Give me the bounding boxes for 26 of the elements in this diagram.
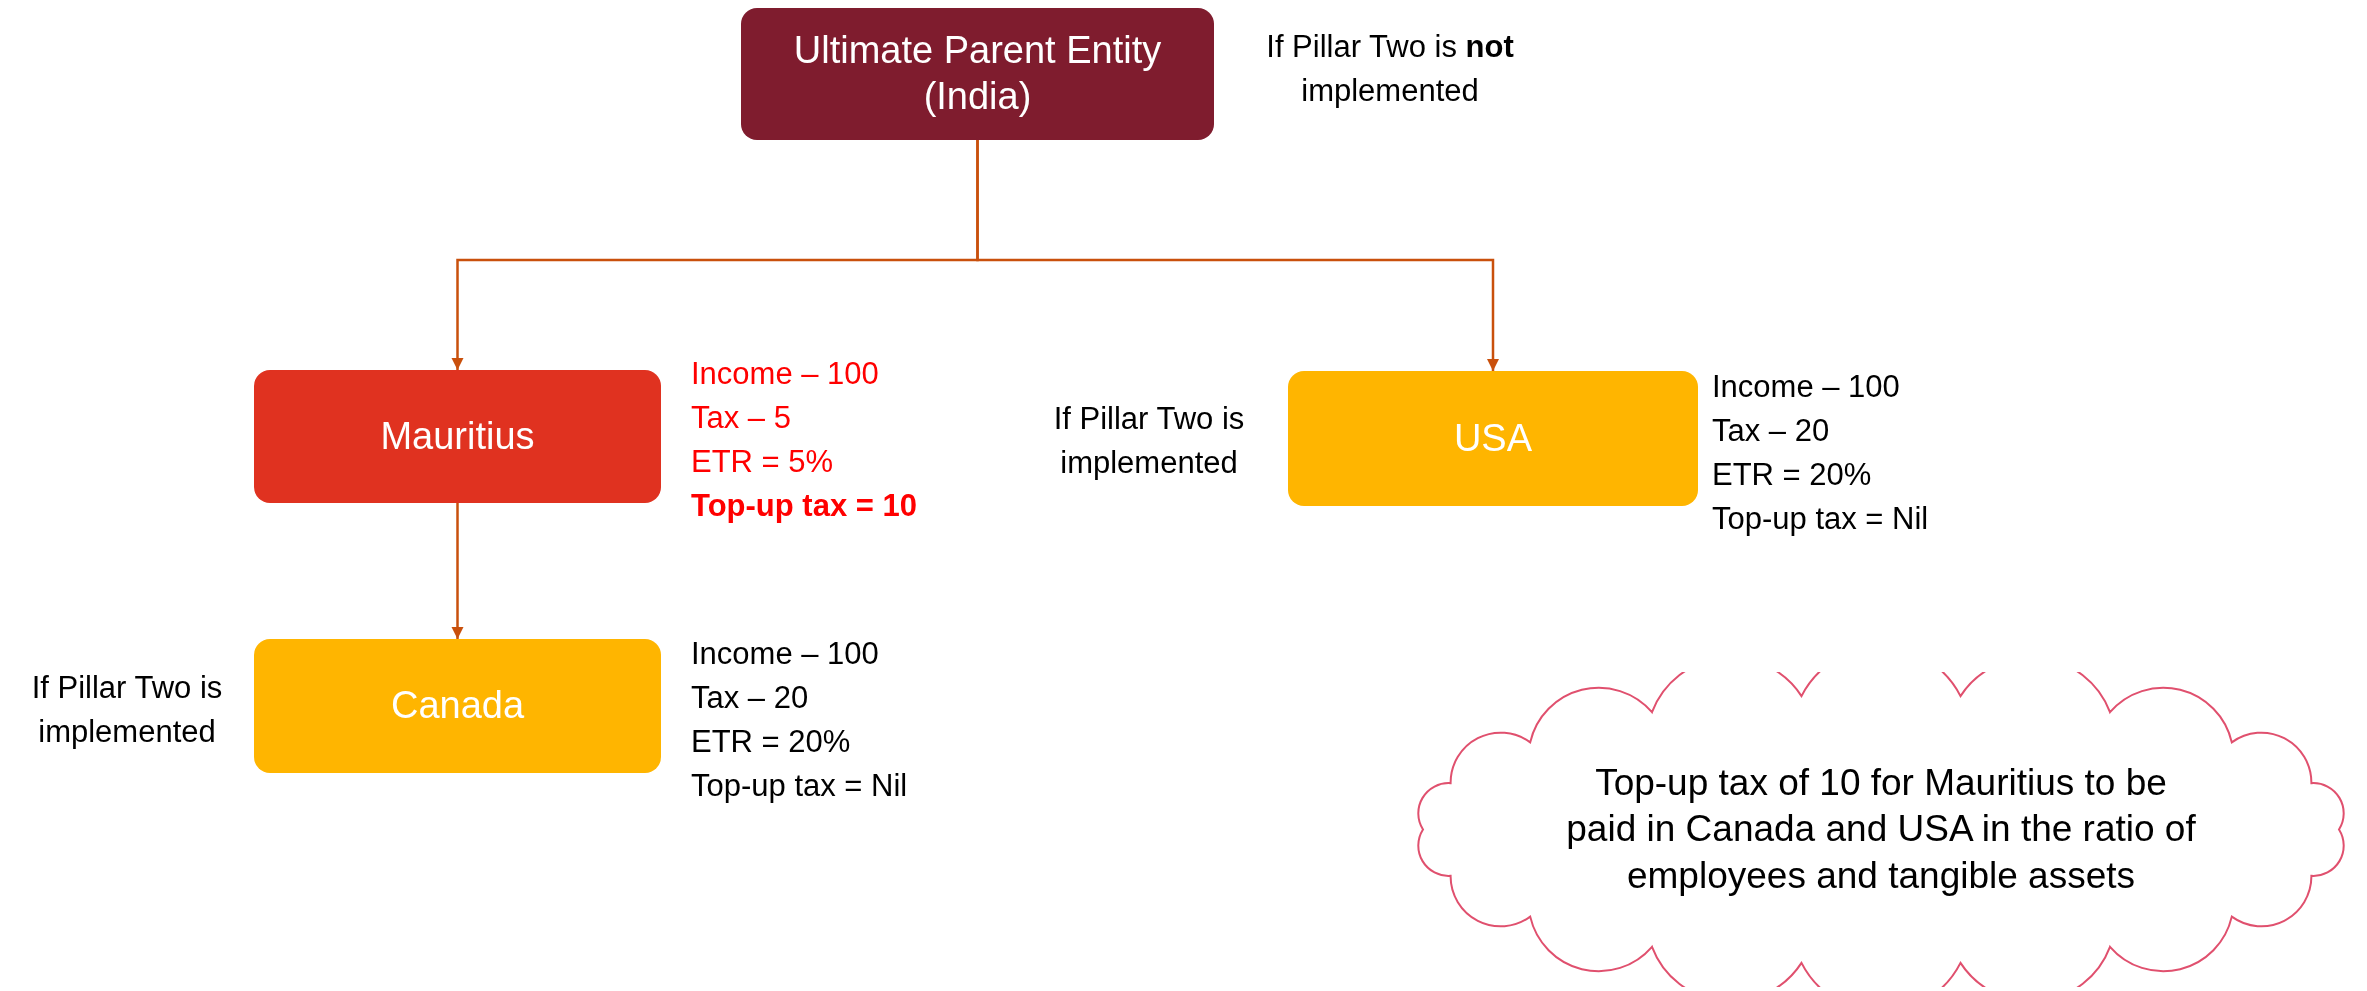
entity-label: USA — [1453, 415, 1533, 461]
figure-line: ETR = 20% — [1712, 456, 1873, 494]
figure-line: Tax – 20 — [691, 679, 810, 717]
figure-line: Income – 100 — [691, 635, 880, 673]
figure-line: ETR = 20% — [691, 723, 852, 761]
figure-line: Top-up tax = 10 — [691, 487, 918, 525]
entity-label: Ultimate Parent Entity (India) — [792, 28, 1163, 119]
entity-box — [1288, 371, 1698, 506]
entity-box — [254, 639, 661, 773]
entity-box — [741, 8, 1214, 140]
arrow — [451, 503, 464, 639]
figure-line: Income – 100 — [1712, 368, 1901, 406]
arrow — [976, 140, 1500, 371]
condition-note: If Pillar Two is not implemented — [1265, 28, 1515, 110]
figure-line: Top-up tax = Nil — [691, 767, 909, 805]
condition-note: If Pillar Two is implemented — [30, 669, 224, 751]
entity-label: Mauritius — [380, 413, 535, 459]
figure-line: Tax – 20 — [1712, 412, 1831, 450]
figure-line: ETR = 5% — [691, 443, 835, 481]
figure-line: Top-up tax = Nil — [1712, 500, 1930, 538]
condition-note: If Pillar Two is implemented — [1052, 400, 1246, 482]
entity-label: Canada — [390, 683, 525, 729]
figure-line: Income – 100 — [691, 355, 880, 393]
figure-line: Tax – 5 — [691, 399, 792, 437]
note-text: Top-up tax of 10 for Mauritius to be paid in Canada and USA in the ratio of employees and tangible assets — [1565, 761, 2197, 898]
entity-box — [254, 370, 661, 503]
